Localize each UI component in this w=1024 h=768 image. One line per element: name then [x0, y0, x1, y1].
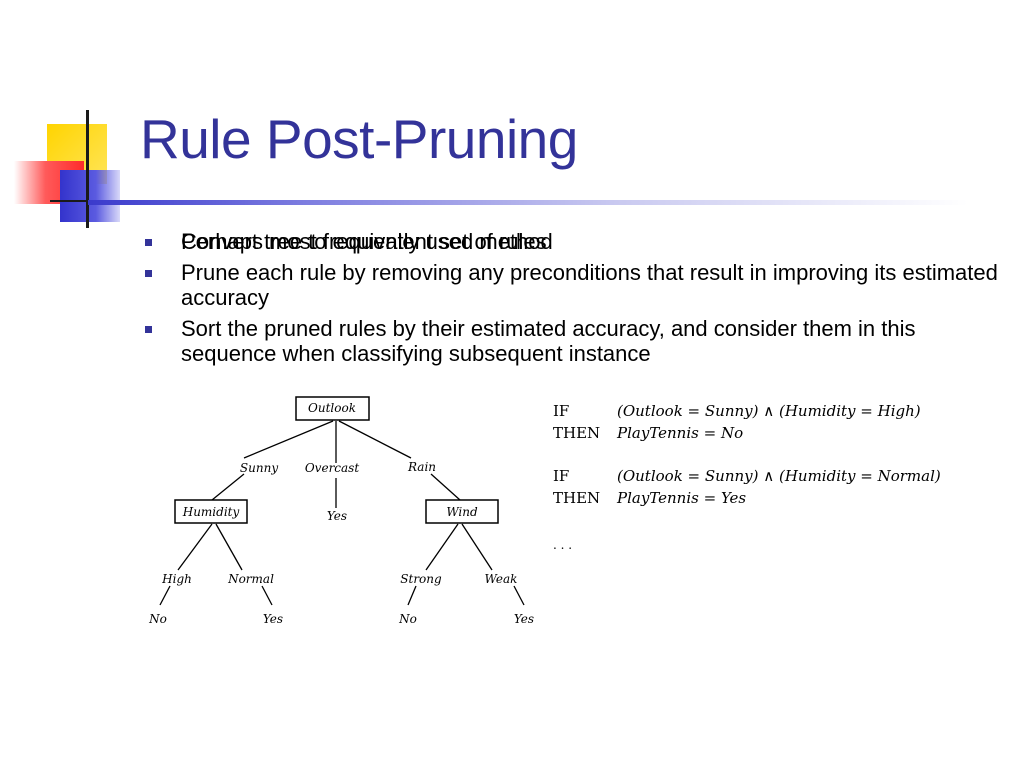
- bullet-item: Convert tree to equivalent set of rules: [140, 229, 1000, 254]
- branch-high: High: [161, 572, 192, 586]
- decision-tree-diagram: Outlook Sunny Overcast Rain Humidity Yes…: [148, 396, 534, 626]
- blue-square: [60, 170, 120, 222]
- rule1-conclusion: PlayTennis = No: [616, 424, 743, 442]
- branch-rain: Rain: [407, 460, 436, 474]
- rule2-conclusion: PlayTennis = Yes: [616, 489, 746, 507]
- node-wind: Wind: [446, 505, 478, 519]
- rule1-if-keyword: IF: [553, 402, 569, 420]
- edge-outlook-rain: [338, 420, 412, 459]
- leaf-high-no: No: [148, 612, 167, 626]
- edge-strong-no: [407, 585, 417, 606]
- edge-normal-yes: [261, 585, 273, 606]
- wind-node-box: [425, 499, 499, 524]
- bullet-square-icon: [145, 326, 152, 333]
- bullet-text: Sort the pruned rules by their estimated…: [181, 316, 916, 366]
- leaf-normal-yes: Yes: [263, 612, 283, 626]
- rule1-then-keyword: THEN: [553, 424, 600, 442]
- edge-humidity-high: [177, 523, 213, 571]
- branch-sunny: Sunny: [240, 461, 278, 475]
- bullet-square-icon: [145, 239, 152, 246]
- edge-humidity-normal: [215, 523, 243, 571]
- outlook-node-box: [295, 396, 370, 421]
- bullet-item: Prune each rule by removing any precondi…: [140, 260, 1000, 310]
- edge-wind-weak: [461, 523, 493, 571]
- rule2-then-keyword: THEN: [553, 489, 600, 507]
- node-outlook: Outlook: [308, 401, 356, 415]
- rules-block: IF (Outlook = Sunny) ∧ (Humidity = High)…: [553, 402, 941, 552]
- branch-normal: Normal: [227, 572, 274, 586]
- rule1-condition: (Outlook = Sunny) ∧ (Humidity = High): [617, 402, 921, 420]
- vertical-line: [86, 110, 89, 228]
- edge-wind-strong: [425, 523, 459, 571]
- title-underline: [88, 200, 968, 205]
- bullet-text: Convert tree to equivalent set of rules: [181, 229, 547, 254]
- bullet-text: Perhaps most frequently used method: [181, 229, 553, 254]
- branch-strong: Strong: [400, 572, 442, 586]
- rules-ellipsis: . . .: [553, 538, 572, 552]
- slide-title: Rule Post-Pruning: [140, 108, 578, 170]
- edge-high-no: [159, 585, 171, 606]
- edge-rain-wind: [430, 473, 461, 501]
- leaf-weak-yes: Yes: [514, 612, 534, 626]
- humidity-node-box: [174, 499, 248, 524]
- node-humidity: Humidity: [182, 505, 240, 519]
- bullet-square-icon: [145, 270, 152, 277]
- bullet-item: Perhaps most frequently used method: [140, 229, 1000, 254]
- edge-sunny-humidity: [211, 473, 245, 501]
- bullet-list: Convert tree to equivalent set of rules …: [140, 229, 1000, 372]
- bullet-item: Sort the pruned rules by their estimated…: [140, 316, 1000, 366]
- branch-overcast: Overcast: [305, 461, 359, 475]
- edge-outlook-sunny: [243, 420, 334, 459]
- leaf-strong-no: No: [398, 612, 417, 626]
- branch-weak: Weak: [485, 572, 518, 586]
- edge-weak-yes: [513, 585, 525, 606]
- title-decoration: [0, 0, 150, 240]
- leaf-overcast-yes: Yes: [327, 509, 347, 523]
- bullet-text: Prune each rule by removing any precondi…: [181, 260, 998, 310]
- rule2-condition: (Outlook = Sunny) ∧ (Humidity = Normal): [617, 467, 941, 485]
- rule2-if-keyword: IF: [553, 467, 569, 485]
- final-bullet-list: Perhaps most frequently used method: [140, 229, 1000, 260]
